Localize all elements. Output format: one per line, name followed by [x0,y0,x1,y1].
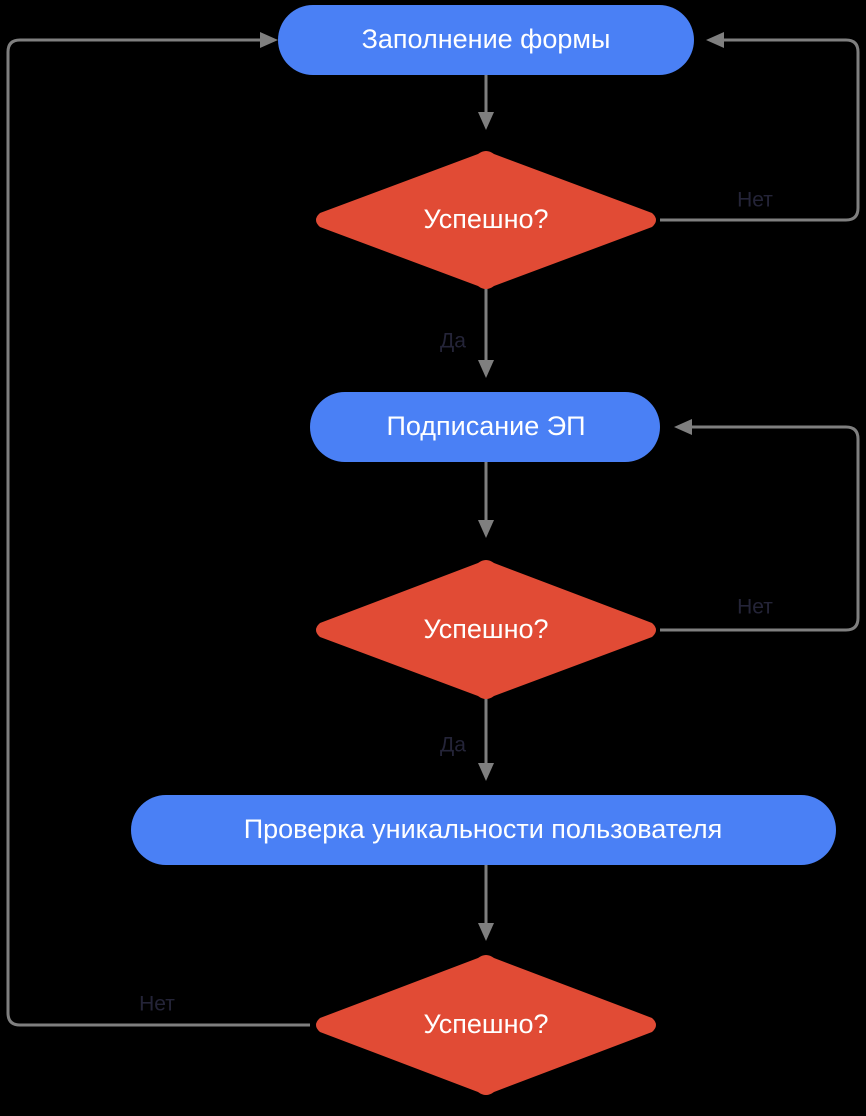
edge-check-2-to-check-unique: Да [440,698,494,781]
edge-line [660,425,860,632]
edge-fill-form-to-check-1 [478,75,494,130]
process-shape[interactable] [310,392,660,462]
edge-label-da-1: Да [440,330,466,353]
node-label-sign-ep: Подписание ЭП [386,411,585,441]
edge-label-net-2: Нет [737,596,773,619]
edge-line [660,38,860,222]
decision-shape[interactable] [316,151,656,289]
node-check-3[interactable]: Успешно? [316,955,656,1095]
node-check-2[interactable]: Успешно? [316,560,656,699]
node-sign-ep[interactable]: Подписание ЭП [310,392,660,462]
process-shape[interactable] [131,795,836,865]
node-label-check-3: Успешно? [423,1009,548,1039]
node-label-check-2: Успешно? [423,614,548,644]
edge-sign-ep-to-check-2 [478,462,494,538]
edge-check-1-to-sign-ep: Да [440,288,494,378]
edge-arrowhead [478,112,494,130]
edge-check-2-to-sign-ep: Нет [660,419,860,632]
edge-check-3-to-fill-form: Нет [6,32,310,1027]
node-label-check-1: Успешно? [423,204,548,234]
decision-shape[interactable] [316,560,656,699]
node-fill-form[interactable]: Заполнение формы [278,5,694,75]
edge-line [6,38,310,1027]
edge-arrowhead [478,360,494,378]
edge-arrowhead [478,923,494,941]
process-shape[interactable] [278,5,694,75]
edge-check-unique-to-check-3 [478,865,494,941]
edge-arrowhead [260,32,278,48]
node-label-check-unique: Проверка уникальности пользователя [244,814,723,844]
edge-label-net-1: Нет [737,189,773,212]
edge-arrowhead [706,32,724,48]
node-check-1[interactable]: Успешно? [316,151,656,289]
node-label-fill-form: Заполнение формы [362,24,611,54]
edge-arrowhead [478,763,494,781]
edge-arrowhead [674,419,692,435]
edge-check-1-to-fill-form: Нет [660,32,860,222]
edge-label-net-3: Нет [139,993,175,1016]
edge-arrowhead [478,520,494,538]
decision-shape[interactable] [316,955,656,1095]
node-check-unique[interactable]: Проверка уникальности пользователя [131,795,836,865]
edge-label-da-2: Да [440,734,466,757]
